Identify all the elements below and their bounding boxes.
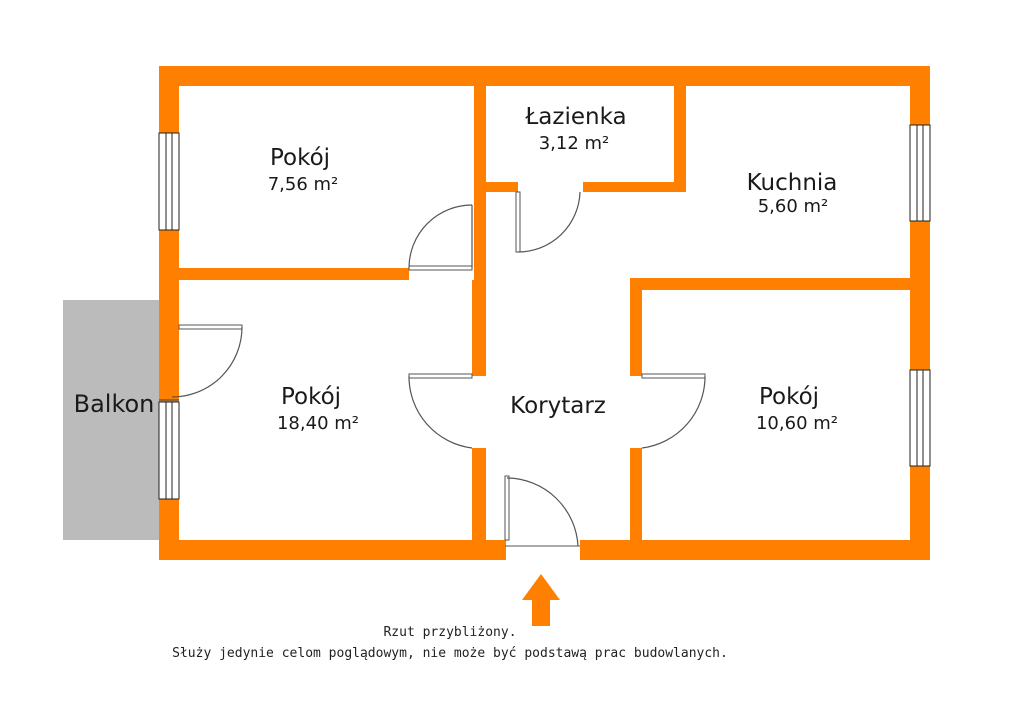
- door-top-left-room: [408, 204, 473, 271]
- room-middle-left-area: 18,40 m²: [277, 413, 359, 434]
- window-middle-left: [158, 401, 180, 500]
- kitchen-name: Kuchnia: [747, 170, 838, 196]
- door-entrance: [504, 475, 580, 547]
- up-arrow-icon: [522, 574, 560, 626]
- doors: [159, 191, 706, 547]
- room-top-left-area: 7,56 m²: [268, 174, 339, 195]
- bathroom-area: 3,12 m²: [539, 133, 610, 154]
- room-top-left-name: Pokój: [270, 145, 330, 171]
- corridor-name: Korytarz: [510, 393, 606, 419]
- disclaimer-line-1: Rzut przybliżony.: [383, 625, 517, 640]
- disclaimer-line-2: Służy jedynie celom poglądowym, nie może…: [172, 646, 728, 661]
- room-right-name: Pokój: [759, 384, 819, 410]
- door-right-room: [641, 373, 706, 449]
- room-right-area: 10,60 m²: [756, 413, 838, 434]
- window-top-left: [158, 132, 180, 231]
- balcony: [63, 300, 159, 540]
- bathroom-name: Łazienka: [524, 104, 626, 130]
- door-middle-left-room: [408, 373, 473, 449]
- door-bathroom: [515, 191, 581, 253]
- kitchen-area: 5,60 m²: [758, 196, 829, 217]
- window-right: [909, 369, 931, 467]
- window-kitchen: [909, 124, 931, 222]
- windows: [158, 124, 931, 500]
- room-middle-left-name: Pokój: [281, 384, 341, 410]
- door-balcony: [159, 324, 243, 401]
- balcony-label: Balkon: [74, 390, 155, 418]
